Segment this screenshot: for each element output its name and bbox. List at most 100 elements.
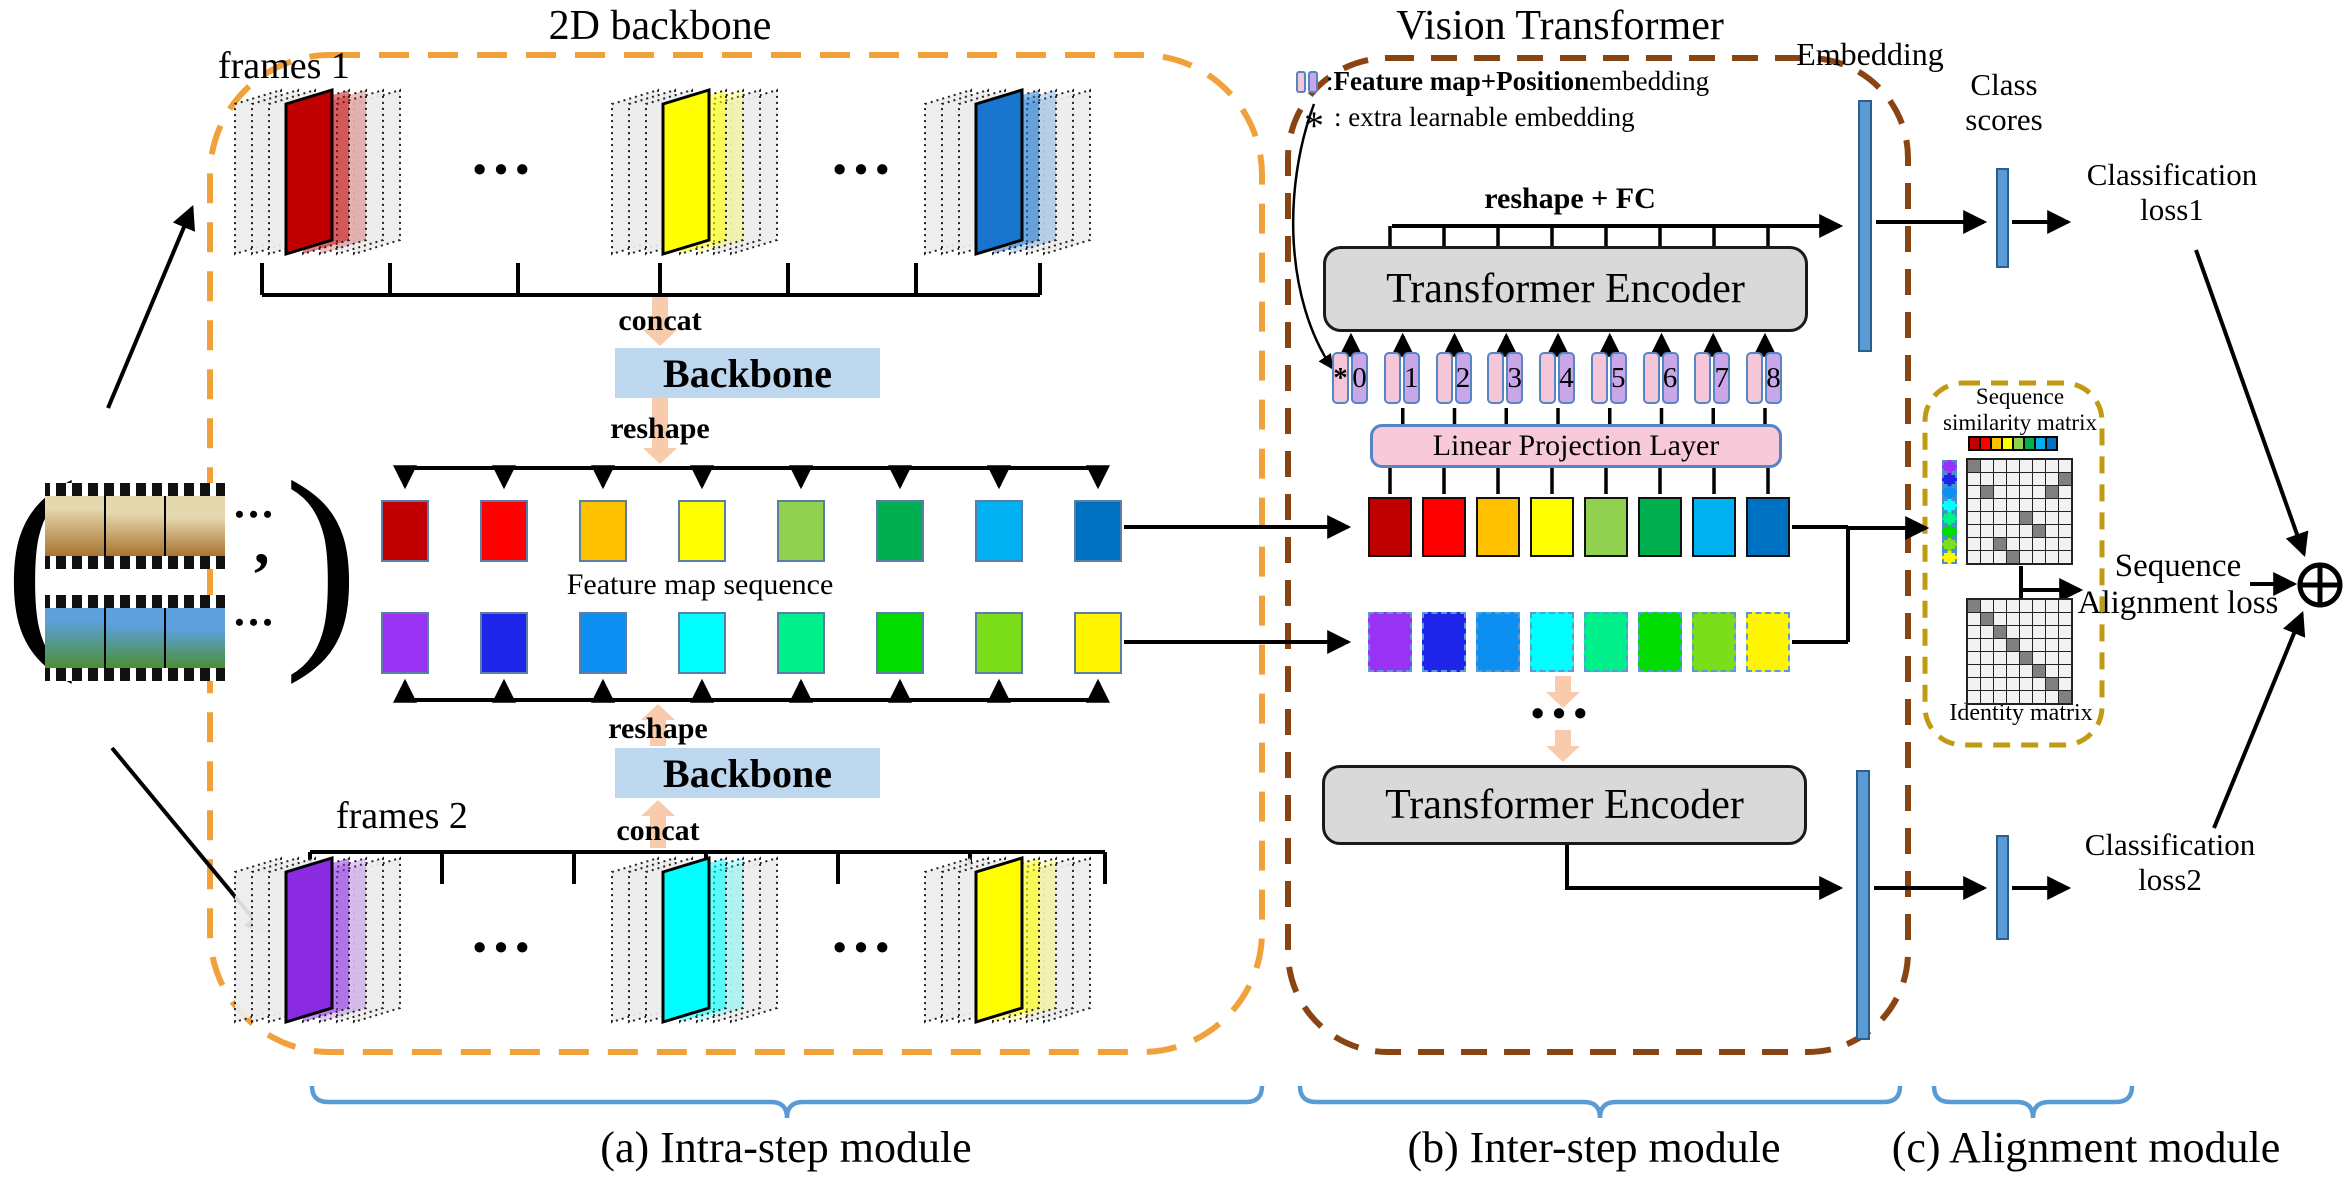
matrix-cell [2033, 665, 2045, 677]
matrix-cell [2033, 551, 2045, 563]
vit-feature-square-row1 [1476, 497, 1520, 557]
linear-projection-layer-label: Linear Projection Layer [1432, 429, 1720, 462]
sum-oplus-icon [2297, 562, 2343, 608]
matrix-cell [2046, 639, 2058, 651]
matrix-cell [2059, 486, 2071, 498]
matrix-cell [2033, 613, 2045, 625]
matrix-cell [1981, 678, 1993, 690]
matrix-cell [2007, 551, 2019, 563]
video2-film-strip [45, 595, 225, 681]
backbone-feature-square-row2 [381, 612, 429, 674]
film-photos [45, 496, 225, 556]
matrix-cell [1968, 678, 1980, 690]
matrix-cell [1968, 665, 1980, 677]
token-position-cell: 0 [1351, 352, 1368, 404]
matrix-cell [1981, 525, 1993, 537]
similarity-junction [2019, 566, 2080, 600]
backbone-box-2: Backbone [615, 748, 880, 798]
film-photo [45, 496, 104, 556]
vit-feature-square-row2 [1638, 612, 1682, 672]
matrix-cell [1981, 691, 1993, 703]
matrix-cell [2007, 678, 2019, 690]
matrix-cell [2059, 678, 2071, 690]
matrix-cell [1968, 600, 1980, 612]
matrix-cell [1968, 626, 1980, 638]
token-feature-cell [1746, 352, 1763, 404]
ellipsis-dots: ••• [473, 927, 537, 969]
backbone-feature-square-row2 [678, 612, 726, 674]
backbone-2d-dashed-box [207, 52, 1265, 1055]
backbone-feature-square-row1 [1074, 500, 1122, 562]
matrix-cell [2046, 525, 2058, 537]
matrix-cell [1994, 691, 2006, 703]
legend-extra-embedding: : extra learnable embedding [1334, 102, 1635, 132]
matrix-cell [1968, 551, 1980, 563]
matrix-cell [2007, 538, 2019, 550]
matrix-cell [2033, 525, 2045, 537]
matrix-cell [2020, 460, 2032, 472]
matrix-cell [2033, 652, 2045, 664]
identity-matrix [1966, 598, 2073, 705]
matrix-cell [2020, 512, 2032, 524]
vit-feature-square-row2 [1530, 612, 1574, 672]
matrix-cell [1981, 613, 1993, 625]
matrix-cell [2020, 639, 2032, 651]
matrix-cell [2033, 626, 2045, 638]
vit-feature-square-row1 [1746, 497, 1790, 557]
matrix-cell [2007, 499, 2019, 511]
alignment-loss-line2: Alignment loss [2077, 584, 2279, 621]
token-feature-cell [1539, 352, 1556, 404]
matrix-cell [1994, 600, 2006, 612]
backbone-box-1: Backbone [615, 348, 880, 398]
film-photo [45, 608, 104, 668]
transformer-encoder-2-label: Transformer Encoder [1385, 782, 1744, 828]
class-scores-label: Class scores [1965, 67, 2042, 137]
alignment-loss-line1: Sequence [2114, 548, 2242, 584]
video1-film-strip [45, 483, 225, 569]
matrix-cell [2059, 473, 2071, 485]
vit-feature-square-row2 [1422, 612, 1466, 672]
token-feature-cell [1642, 352, 1660, 404]
matrix-cell [2033, 460, 2045, 472]
film-sprocket-bottom [45, 668, 225, 681]
similarity-top-color-strip [1968, 436, 2058, 451]
token-group: 8 [1746, 352, 1782, 404]
matrix-cell [1968, 512, 1980, 524]
matrix-cell [2007, 460, 2019, 472]
vit-feature-square-row1 [1422, 497, 1466, 557]
frame-stack-plane [974, 87, 1024, 257]
peach-arrow [1546, 730, 1580, 762]
film-sprocket-bottom [45, 556, 225, 569]
matrix-cell [1994, 652, 2006, 664]
concat-label-1: concat [618, 304, 702, 337]
strip-cell [1942, 486, 1957, 499]
matrix-cell [1994, 486, 2006, 498]
token-group: 1 [1383, 352, 1420, 404]
token-group: 2 [1435, 352, 1472, 404]
matrix-cell [2059, 613, 2071, 625]
matrix-cell [2020, 665, 2032, 677]
class-scores-line1: Class [1970, 67, 2038, 102]
matrix-cell [2033, 691, 2045, 703]
film-photo [105, 496, 165, 556]
matrix-cell [1994, 665, 2006, 677]
legend-feature-map: Feature map [1333, 66, 1481, 96]
matrix-cell [2046, 613, 2058, 625]
class-scores-bar-2 [1996, 835, 2009, 940]
peach-arrow [641, 704, 675, 746]
matrix-cell [2020, 473, 2032, 485]
token-position-cell: 4 [1558, 352, 1575, 404]
strip-cell [1942, 538, 1957, 551]
matrix-cell [2020, 613, 2032, 625]
matrix-cell [1968, 652, 1980, 664]
legend-position: Position [1496, 66, 1590, 96]
matrix-cell [2020, 551, 2032, 563]
legend-line1: : Feature map + Position embedding [1296, 66, 1709, 97]
embedding-bar-1 [1858, 100, 1872, 352]
matrix-cell [2007, 691, 2019, 703]
matrix-cell [1968, 460, 1980, 472]
vit-feature-square-row2 [1692, 612, 1736, 672]
matrix-cell [2007, 525, 2019, 537]
vit-feature-square-row2 [1476, 612, 1520, 672]
